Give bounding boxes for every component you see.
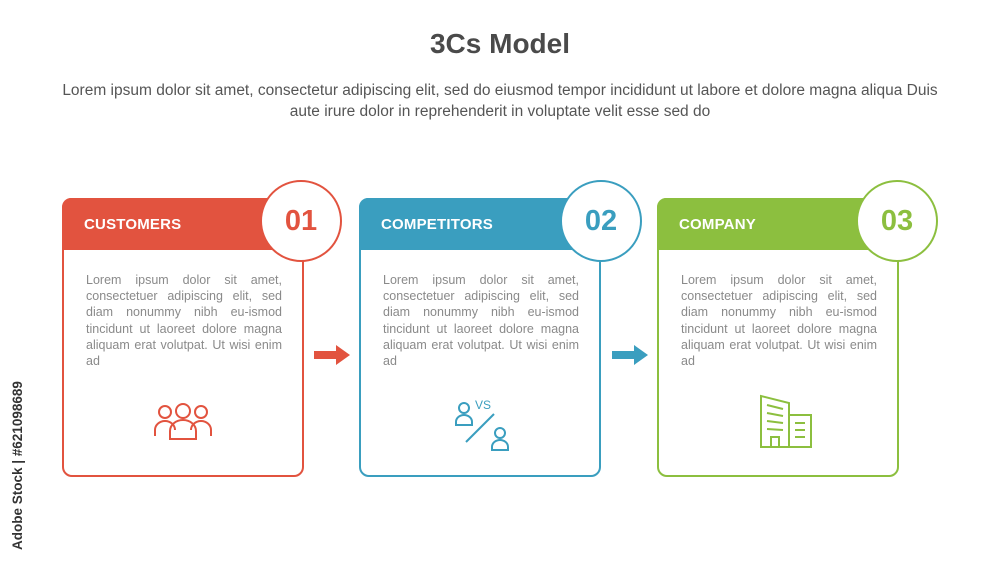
card-competitors: COMPETITORS Lorem ipsum dolor sit amet, …	[359, 198, 601, 477]
step-number-badge: 03	[856, 180, 938, 262]
card-body-text: Lorem ipsum dolor sit amet, consectetuer…	[383, 273, 579, 369]
card-body-text: Lorem ipsum dolor sit amet, consectetuer…	[681, 273, 877, 369]
card-label: COMPANY	[679, 216, 756, 233]
building-icon	[760, 394, 812, 448]
watermark-text: Adobe Stock | #621098689	[10, 381, 25, 550]
step-number-badge: 02	[560, 180, 642, 262]
page-title: 3Cs Model	[429, 28, 571, 59]
vs-label: VS	[475, 398, 491, 412]
card-label: CUSTOMERS	[84, 216, 182, 233]
arrow-right-icon	[612, 345, 648, 365]
card-company: COMPANY Lorem ipsum dolor sit amet, cons…	[657, 198, 899, 477]
versus-icon: VS	[455, 398, 509, 451]
page-subtitle: Lorem ipsum dolor sit amet, consectetur …	[62, 82, 938, 120]
people-group-icon	[154, 403, 212, 440]
arrow-right-icon	[314, 345, 350, 365]
step-number-badge: 01	[260, 180, 342, 262]
card-customers: CUSTOMERS Lorem ipsum dolor sit amet, co…	[62, 198, 304, 477]
card-label: COMPETITORS	[381, 216, 493, 233]
card-body-text: Lorem ipsum dolor sit amet, consectetuer…	[86, 273, 282, 369]
stock-watermark: Adobe Stock | #621098689	[10, 320, 40, 550]
